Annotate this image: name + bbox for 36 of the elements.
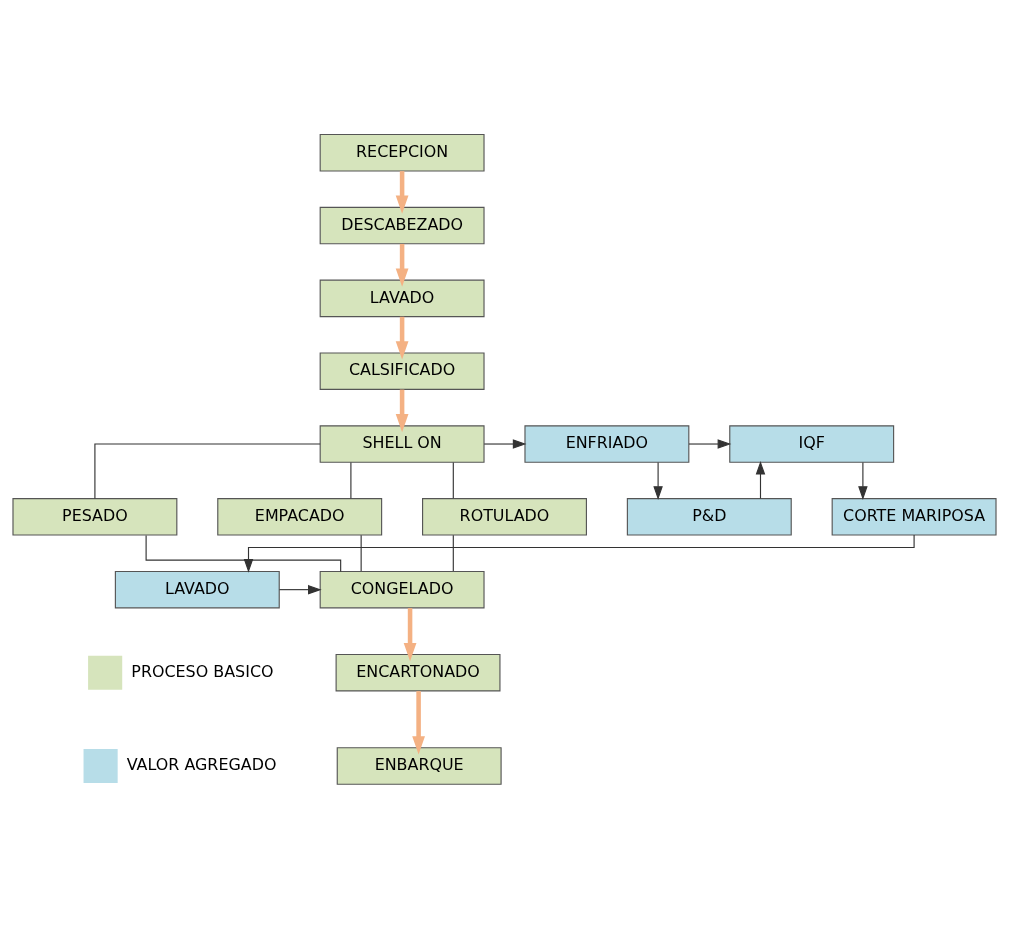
node-box: ENBARQUE xyxy=(336,746,502,785)
arrow xyxy=(278,584,322,594)
arrow xyxy=(395,389,409,432)
node-box: CALSIFICADO xyxy=(319,351,485,390)
arrow xyxy=(395,316,409,359)
legend-label: PROCESO BASICO xyxy=(131,661,274,681)
arrow xyxy=(395,170,409,214)
node-box: IQF xyxy=(729,424,895,463)
arrow xyxy=(858,461,868,500)
node-box: ENFRIADO xyxy=(524,424,690,463)
node-box: P&D xyxy=(626,497,792,536)
connector xyxy=(350,461,352,499)
node-box: PESADO xyxy=(12,497,178,536)
connector xyxy=(145,534,342,572)
node-box: LAVADO xyxy=(319,279,485,317)
node-box: RECEPCION xyxy=(319,133,485,172)
node-box: CORTE MARIPOSA xyxy=(831,497,997,536)
arrow xyxy=(395,243,409,287)
arrow xyxy=(483,438,527,449)
arrow xyxy=(755,460,766,499)
node-box: CONGELADO xyxy=(319,570,485,608)
arrow xyxy=(653,461,663,500)
node-box: ENCARTONADO xyxy=(335,653,501,691)
node-box: DESCABEZADO xyxy=(319,206,485,244)
connector xyxy=(452,534,454,572)
arrow xyxy=(688,438,732,449)
node-box: LAVADO xyxy=(114,570,280,608)
legend-label: VALOR AGREGADO xyxy=(126,754,277,774)
connector xyxy=(94,442,321,499)
arrow xyxy=(403,607,417,661)
node-box: ROTULADO xyxy=(422,497,587,536)
connector xyxy=(360,534,362,572)
connector xyxy=(452,461,454,499)
arrow xyxy=(412,690,425,754)
node-box: EMPACADO xyxy=(217,497,383,536)
node-box: SHELL ON xyxy=(319,424,485,463)
